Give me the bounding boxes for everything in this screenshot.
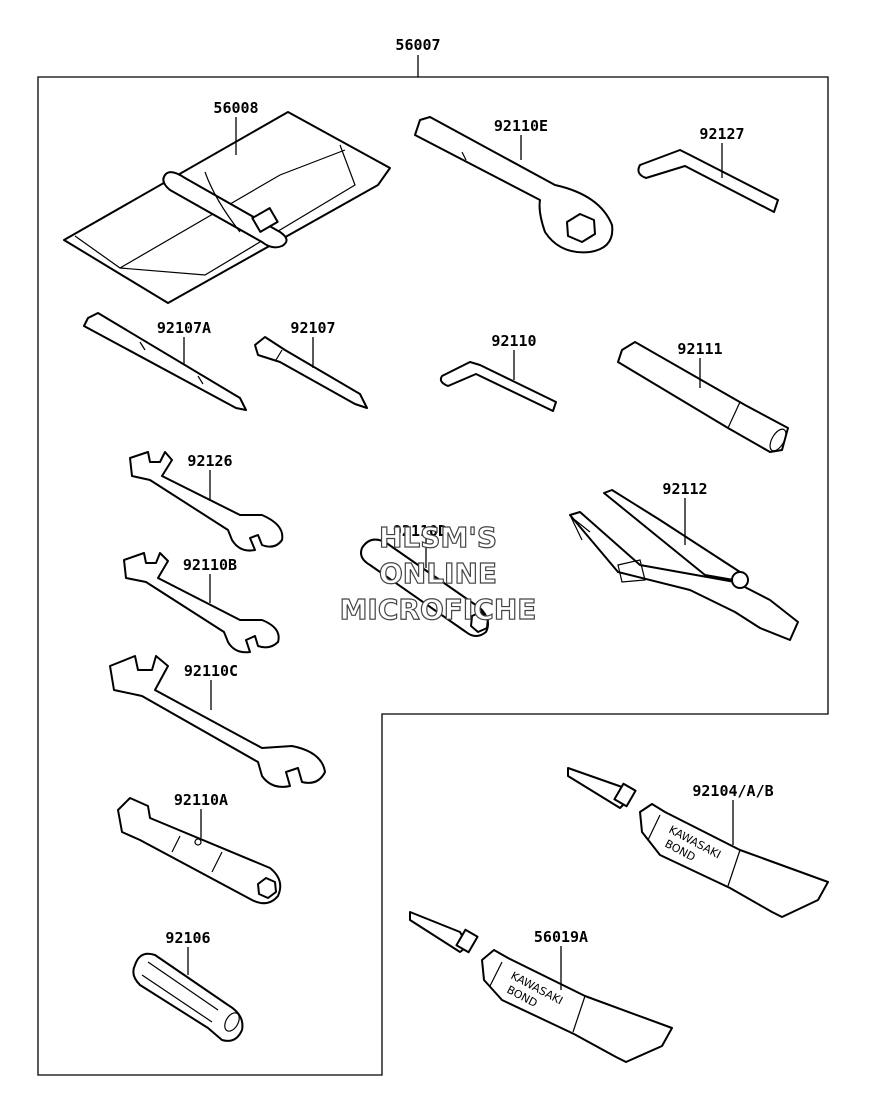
wrench-medium-drawing <box>123 552 280 654</box>
label-grip: 92106 <box>165 929 210 947</box>
label-ring-wrench: 92110E <box>494 117 548 135</box>
label-screwdriver: 92107 <box>290 319 335 337</box>
label-center-part: 92110D <box>393 522 447 540</box>
screwdriver-double-drawing <box>83 312 247 411</box>
tool-case-drawing <box>63 111 391 304</box>
label-hex-key-small: 92110 <box>491 332 536 350</box>
kit-frame <box>37 76 829 1076</box>
wrench-small-drawing <box>129 451 284 552</box>
wrench-large-drawing <box>109 655 326 788</box>
center-part-drawing <box>360 538 489 637</box>
label-socket-wrench: 92110A <box>174 791 228 809</box>
watermark-line3: MICROFICHE <box>340 593 537 626</box>
label-bond-104: 92104/A/B <box>692 782 773 800</box>
label-case: 56008 <box>213 99 258 117</box>
hex-key-large-drawing <box>637 149 779 213</box>
label-wrench-large: 92110C <box>184 662 238 680</box>
label-pliers: 92112 <box>662 480 707 498</box>
label-screwdriver-double: 92107A <box>157 319 211 337</box>
label-bond-019: 56019A <box>534 928 588 946</box>
label-hex-key-large: 92127 <box>699 125 744 143</box>
hex-key-small-drawing <box>439 361 557 412</box>
label-wrench-small: 92126 <box>187 452 232 470</box>
label-kit: 56007 <box>395 36 440 54</box>
pliers-drawing <box>569 489 799 641</box>
watermark-line2: ONLINE <box>379 557 497 590</box>
label-extension-bar: 92111 <box>677 340 722 358</box>
bond-tube-bottom-drawing: KAWASAKI BOND <box>409 911 673 1063</box>
screwdriver-drawing <box>254 336 368 409</box>
watermark-line1: HLSM'S <box>379 521 497 554</box>
socket-wrench-drawing <box>117 797 282 905</box>
extension-bar-drawing <box>617 341 789 453</box>
ring-wrench-drawing <box>414 116 614 254</box>
label-wrench-medium: 92110B <box>183 556 237 574</box>
grip-drawing <box>132 952 244 1042</box>
